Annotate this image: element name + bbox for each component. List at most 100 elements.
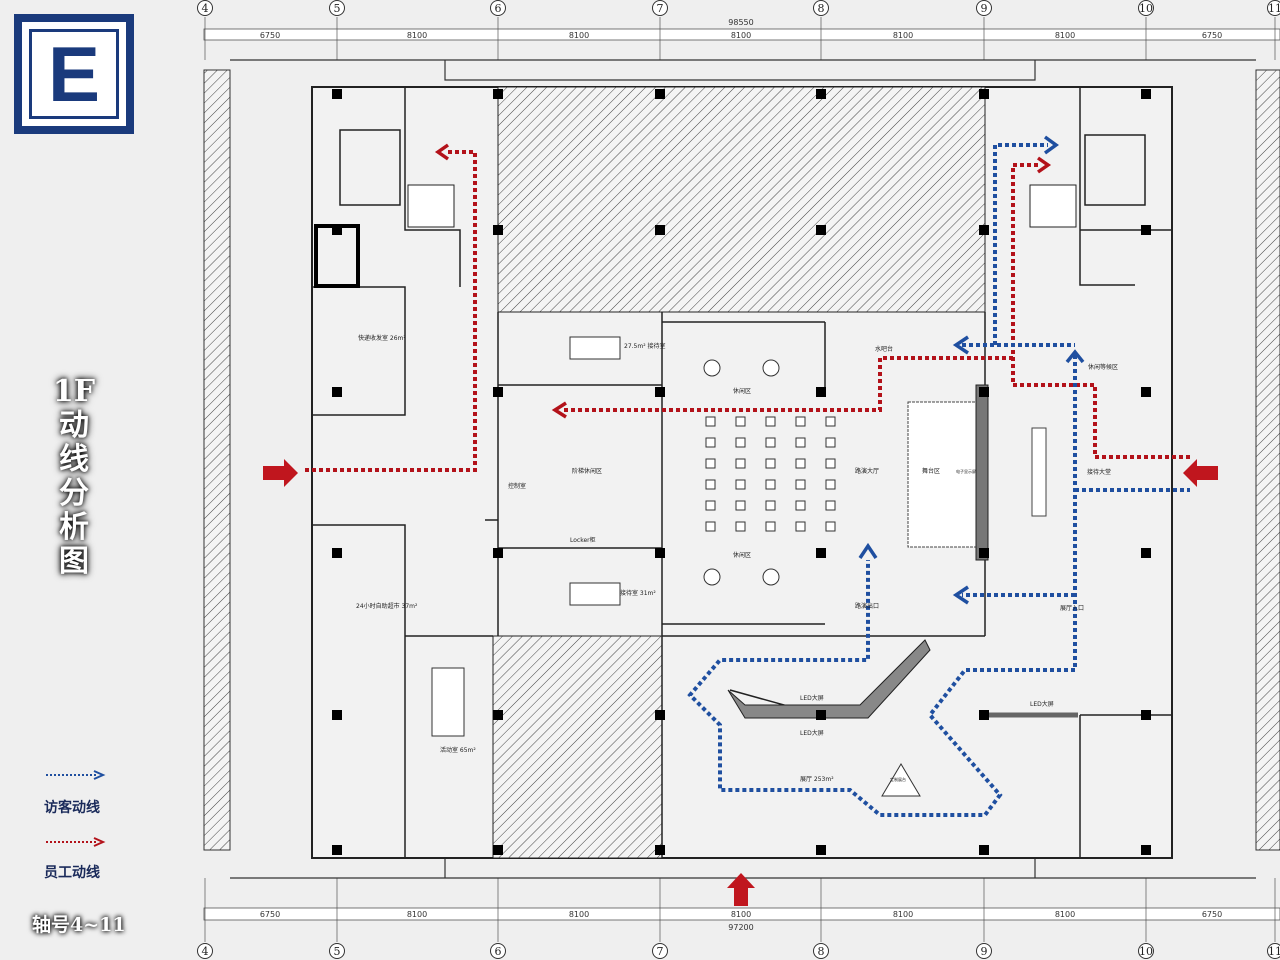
column bbox=[1141, 845, 1151, 855]
legend-staff-label: 员工动线 bbox=[44, 865, 100, 881]
axis-bubble bbox=[197, 943, 213, 959]
dim-bottom-total: 97200 bbox=[728, 923, 753, 932]
dim-top-seg: 8100 bbox=[731, 31, 751, 40]
seat bbox=[765, 437, 776, 448]
dim-top-seg: 8100 bbox=[1055, 31, 1075, 40]
custom-booth bbox=[881, 763, 921, 797]
axis-label: 10 bbox=[1139, 2, 1153, 15]
column bbox=[979, 387, 989, 397]
column bbox=[979, 845, 989, 855]
seat bbox=[795, 479, 806, 490]
room-label: 定制展台 bbox=[890, 776, 906, 782]
room-label: LED大屏 bbox=[800, 729, 824, 737]
axis-bubble bbox=[329, 0, 345, 16]
seat bbox=[705, 479, 716, 490]
dim-bottom-seg: 8100 bbox=[893, 910, 913, 919]
seat bbox=[765, 479, 776, 490]
axis-bubble bbox=[652, 0, 668, 16]
facade-right bbox=[1255, 69, 1280, 851]
axis-label: 11 bbox=[1268, 945, 1280, 958]
page-title: 1F动线分析图 bbox=[52, 374, 96, 579]
seat bbox=[825, 458, 836, 469]
elevator-left bbox=[407, 184, 455, 228]
entrance-arrow-south bbox=[727, 873, 755, 906]
dim-bottom-seg: 8100 bbox=[1055, 910, 1075, 919]
dim-top-total: 98550 bbox=[728, 18, 753, 27]
column bbox=[1141, 89, 1151, 99]
stage bbox=[907, 401, 977, 548]
axis-label: 5 bbox=[334, 945, 341, 958]
round-table bbox=[762, 359, 780, 377]
column bbox=[332, 387, 342, 397]
room-label: 休闲区 bbox=[733, 387, 751, 395]
axis-label: 6 bbox=[495, 2, 502, 15]
dim-top-seg: 6750 bbox=[1202, 31, 1222, 40]
seat bbox=[795, 458, 806, 469]
column bbox=[332, 225, 342, 235]
column bbox=[332, 845, 342, 855]
column bbox=[979, 548, 989, 558]
column bbox=[816, 89, 826, 99]
column bbox=[816, 845, 826, 855]
seat bbox=[705, 521, 716, 532]
seat bbox=[795, 437, 806, 448]
seat bbox=[705, 500, 716, 511]
seat bbox=[765, 416, 776, 427]
column bbox=[332, 89, 342, 99]
axis-bubble bbox=[490, 943, 506, 959]
room-label: 休闲区 bbox=[733, 551, 751, 559]
column bbox=[655, 387, 665, 397]
column bbox=[979, 225, 989, 235]
axis-label: 4 bbox=[202, 2, 209, 15]
seat bbox=[765, 521, 776, 532]
reception-desk bbox=[1031, 427, 1047, 517]
screen-wall bbox=[975, 384, 989, 561]
void-top bbox=[497, 86, 986, 313]
column bbox=[655, 710, 665, 720]
room-label: 路演出口 bbox=[855, 602, 879, 610]
room-label: 27.5m² 接待室 bbox=[624, 342, 666, 350]
axis-label: 7 bbox=[657, 945, 664, 958]
legend-visitor-line bbox=[46, 770, 106, 780]
room-label: 活动室 65m² bbox=[440, 746, 476, 754]
led-wall bbox=[727, 639, 931, 719]
column bbox=[655, 845, 665, 855]
column bbox=[493, 89, 503, 99]
dim-bottom-seg: 8100 bbox=[731, 910, 751, 919]
void-bottom bbox=[492, 635, 663, 859]
axis-label: 5 bbox=[334, 2, 341, 15]
seat bbox=[825, 437, 836, 448]
room-label: 休闲等候区 bbox=[1088, 363, 1118, 371]
column bbox=[1141, 710, 1151, 720]
dimension-top: 98550 6750 8100 8100 8100 8100 8100 6750 bbox=[203, 18, 1280, 41]
axis-label: 8 bbox=[818, 2, 825, 15]
dimension-bottom: 97200 6750 8100 8100 8100 8100 8100 6750 bbox=[203, 907, 1280, 932]
column bbox=[816, 225, 826, 235]
room-label: 阶梯休闲区 bbox=[572, 467, 602, 475]
room-label: 展厅入口 bbox=[1060, 605, 1084, 612]
column bbox=[655, 89, 665, 99]
columns bbox=[332, 89, 1151, 855]
meeting-table bbox=[569, 582, 621, 606]
column bbox=[493, 225, 503, 235]
axis-label: 6 bbox=[495, 945, 502, 958]
column bbox=[655, 548, 665, 558]
column bbox=[1141, 225, 1151, 235]
column bbox=[493, 548, 503, 558]
axis-bubble bbox=[1267, 0, 1280, 16]
room-label: 控制室 bbox=[508, 482, 526, 490]
pool-table bbox=[431, 667, 465, 737]
seat bbox=[825, 521, 836, 532]
seat bbox=[705, 458, 716, 469]
axis-bubble bbox=[813, 0, 829, 16]
column bbox=[1141, 548, 1151, 558]
room-label: 接待室 31m² bbox=[620, 589, 656, 597]
dim-top-seg: 8100 bbox=[407, 31, 427, 40]
room-label: 24小时自助超市 37m² bbox=[356, 602, 418, 610]
legend-visitor-label: 访客动线 bbox=[44, 800, 100, 816]
room-label: 展厅 253m² bbox=[800, 776, 834, 783]
axis-bubble bbox=[1267, 943, 1280, 959]
axis-label: 8 bbox=[818, 945, 825, 958]
column bbox=[979, 89, 989, 99]
